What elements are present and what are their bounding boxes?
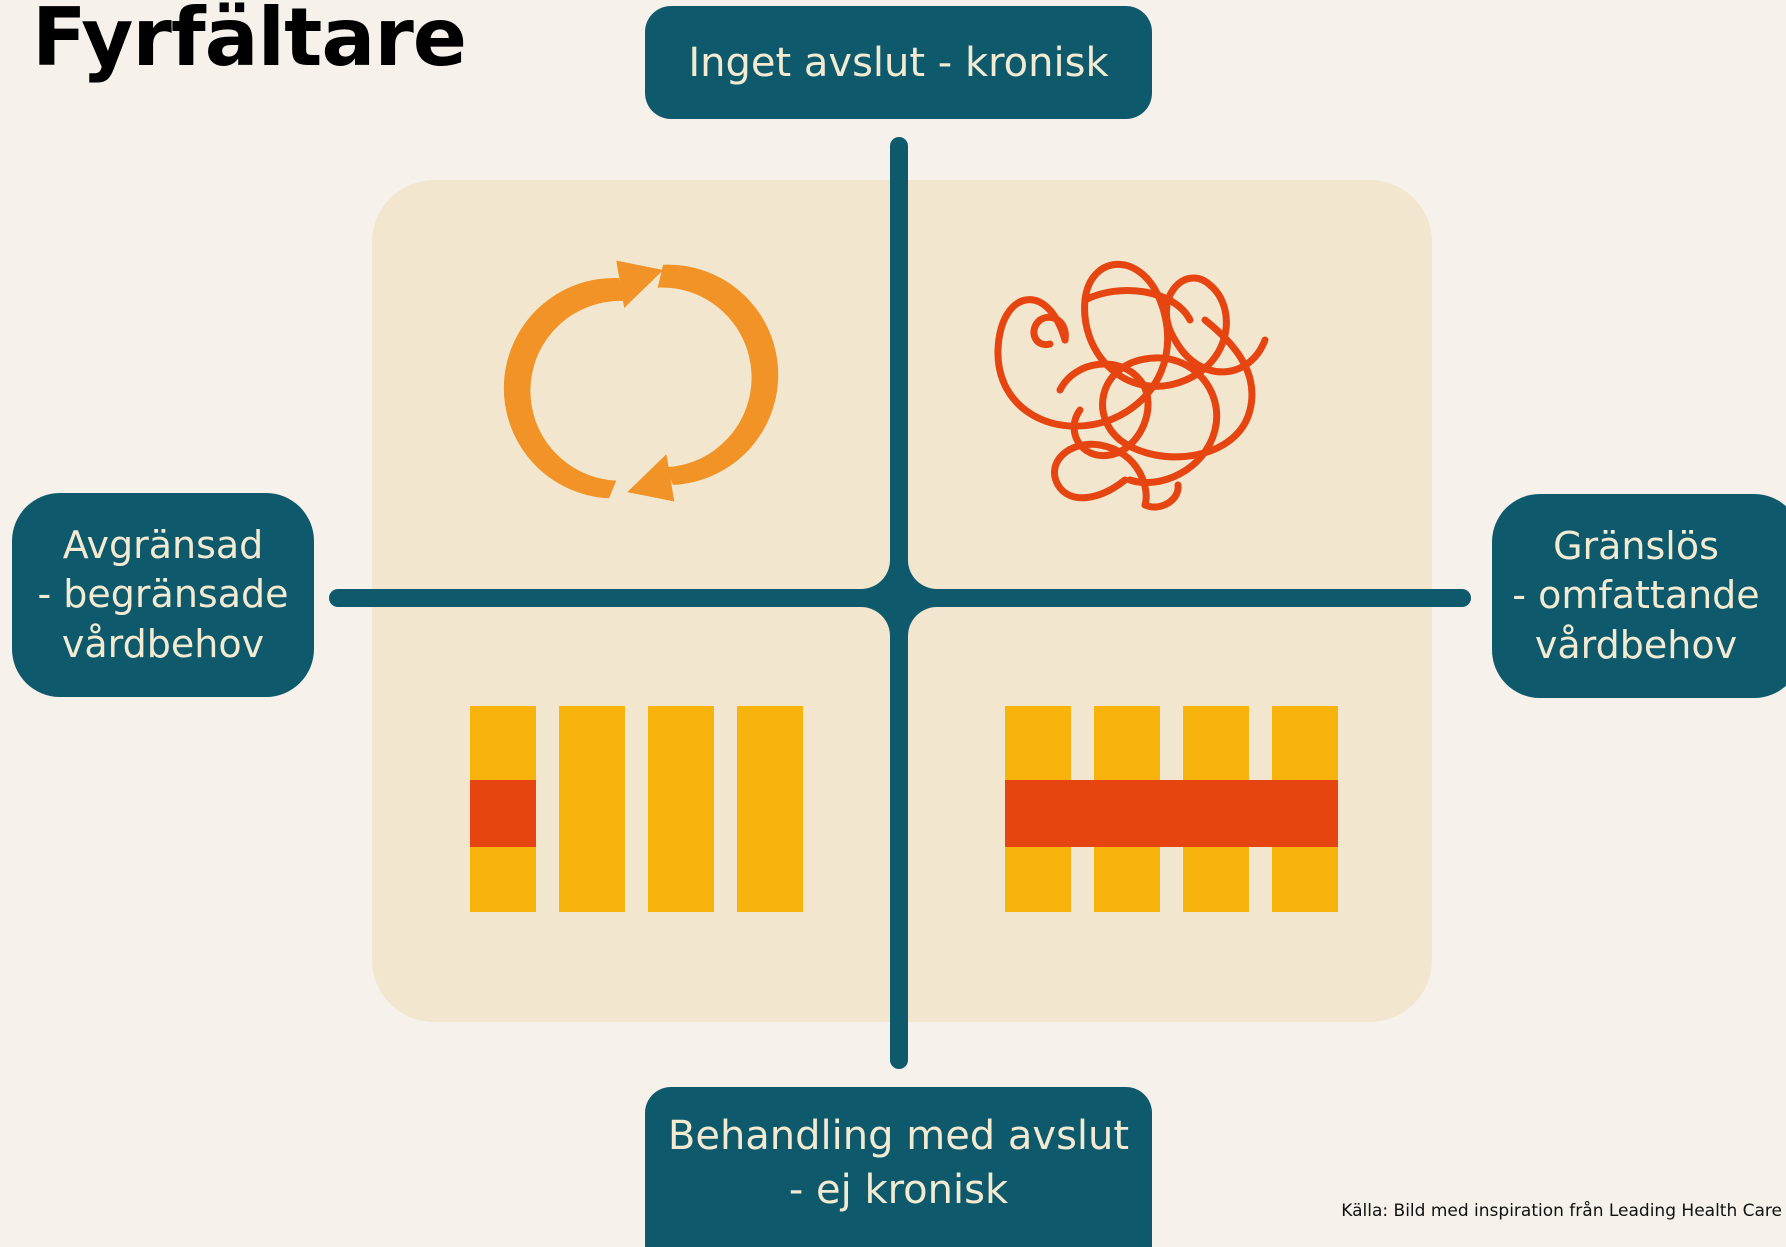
tangled-line-icon bbox=[994, 260, 1269, 511]
horizontal-axis bbox=[329, 589, 1471, 607]
cycle-arrows-icon bbox=[503, 260, 779, 502]
right-axis-label: Gränslös - omfattande vårdbehov bbox=[1492, 494, 1786, 698]
top-axis-label: Inget avslut - kronisk bbox=[645, 6, 1152, 119]
source-caption: Källa: Bild med inspiration från Leading… bbox=[1341, 1201, 1782, 1221]
four-bars-single-red-segment-icon bbox=[470, 706, 803, 912]
page-title: Fyrfältare bbox=[32, 0, 467, 84]
bottom-axis-label: Behandling med avslut - ej kronisk bbox=[645, 1087, 1152, 1247]
axis-cross bbox=[329, 137, 1471, 1069]
four-bars-red-band-across-icon bbox=[1005, 706, 1338, 912]
left-axis-label: Avgränsad - begränsade vårdbehov bbox=[12, 493, 314, 697]
